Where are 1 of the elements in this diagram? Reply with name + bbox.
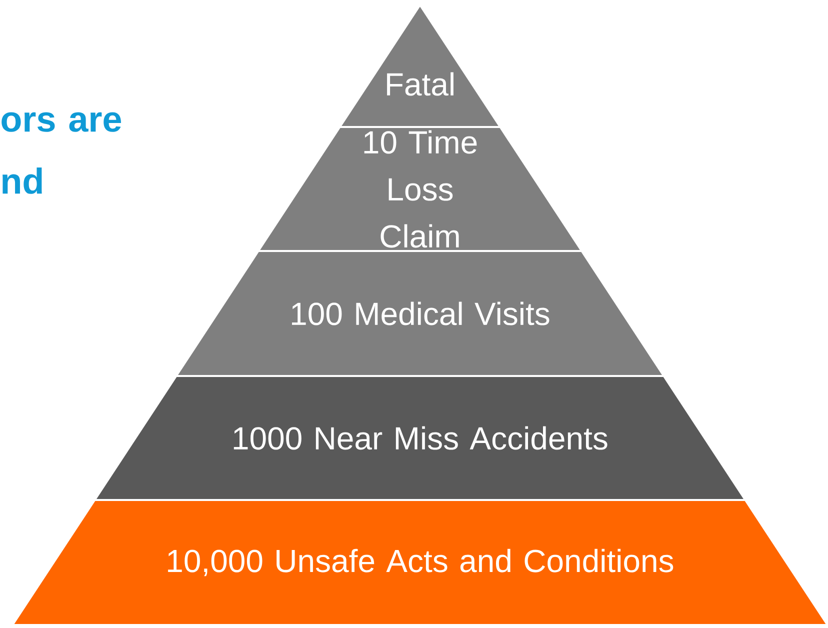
heading-text: ors are nd [2, 112, 122, 194]
